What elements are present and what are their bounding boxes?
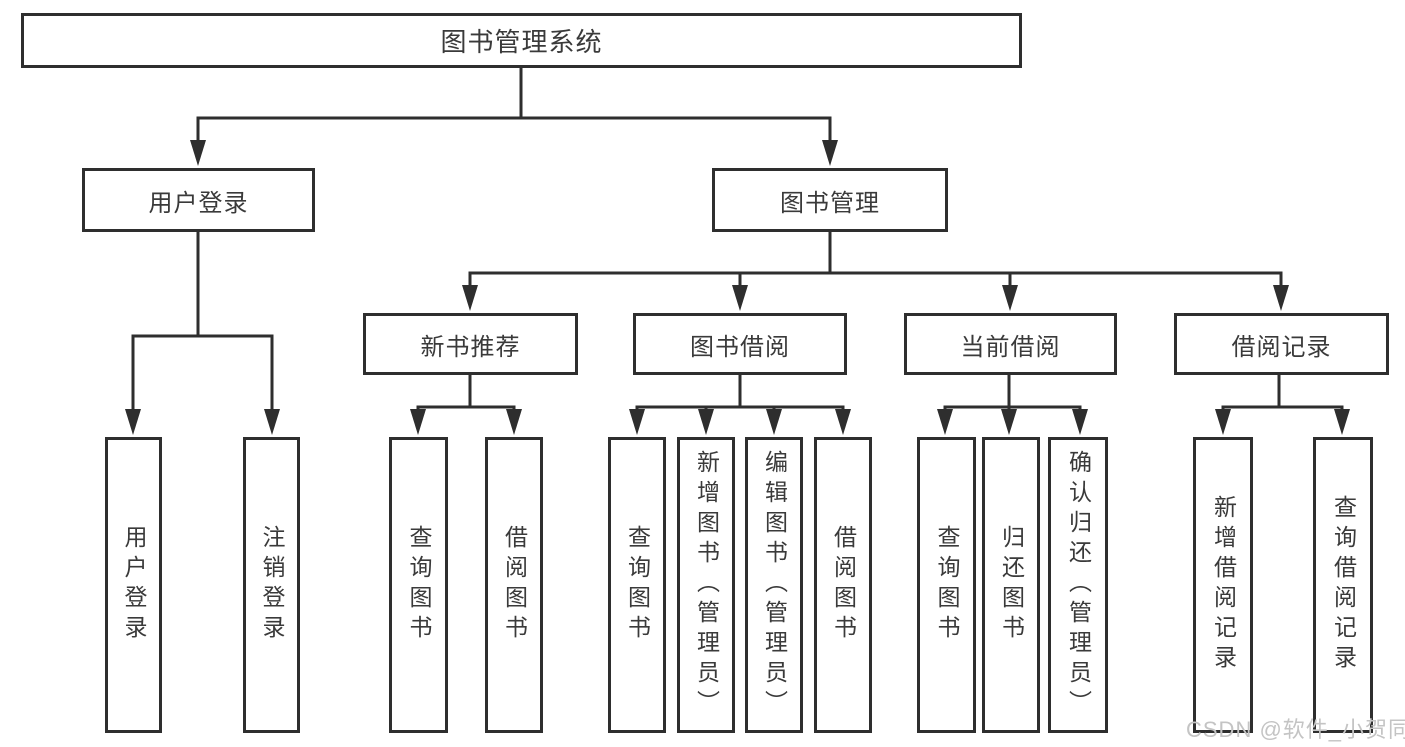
leaf-borrowing-edit-books-admin: 编辑图书（管理员）: [745, 437, 803, 733]
node-user-login: 用户登录: [82, 168, 315, 232]
leaf-logout-login: 注销登录: [243, 437, 300, 733]
leaf-borrowing-add-books-admin: 新增图书（管理员）: [677, 437, 735, 733]
leaf-recommend-borrow-books: 借阅图书: [485, 437, 543, 733]
leaf-current-return-books: 归还图书: [982, 437, 1040, 733]
node-root: 图书管理系统: [21, 13, 1022, 68]
leaf-borrowing-search-books: 查询图书: [608, 437, 666, 733]
leaf-current-search-books: 查询图书: [917, 437, 976, 733]
leaf-current-confirm-return-admin: 确认归还（管理员）: [1048, 437, 1108, 733]
leaf-records-add-borrow-record: 新增借阅记录: [1193, 437, 1253, 733]
node-book-management: 图书管理: [712, 168, 948, 232]
leaf-records-search-borrow-record: 查询借阅记录: [1313, 437, 1373, 733]
node-book-borrowing: 图书借阅: [633, 313, 847, 375]
node-new-book-recommend: 新书推荐: [363, 313, 578, 375]
node-current-borrowing: 当前借阅: [904, 313, 1117, 375]
leaf-borrowing-borrow-books: 借阅图书: [814, 437, 872, 733]
node-borrowing-records: 借阅记录: [1174, 313, 1389, 375]
leaf-user-login: 用户登录: [105, 437, 162, 733]
csdn-watermark: CSDN @软件_小贺同学: [1186, 717, 1405, 742]
leaf-recommend-search-books: 查询图书: [389, 437, 448, 733]
